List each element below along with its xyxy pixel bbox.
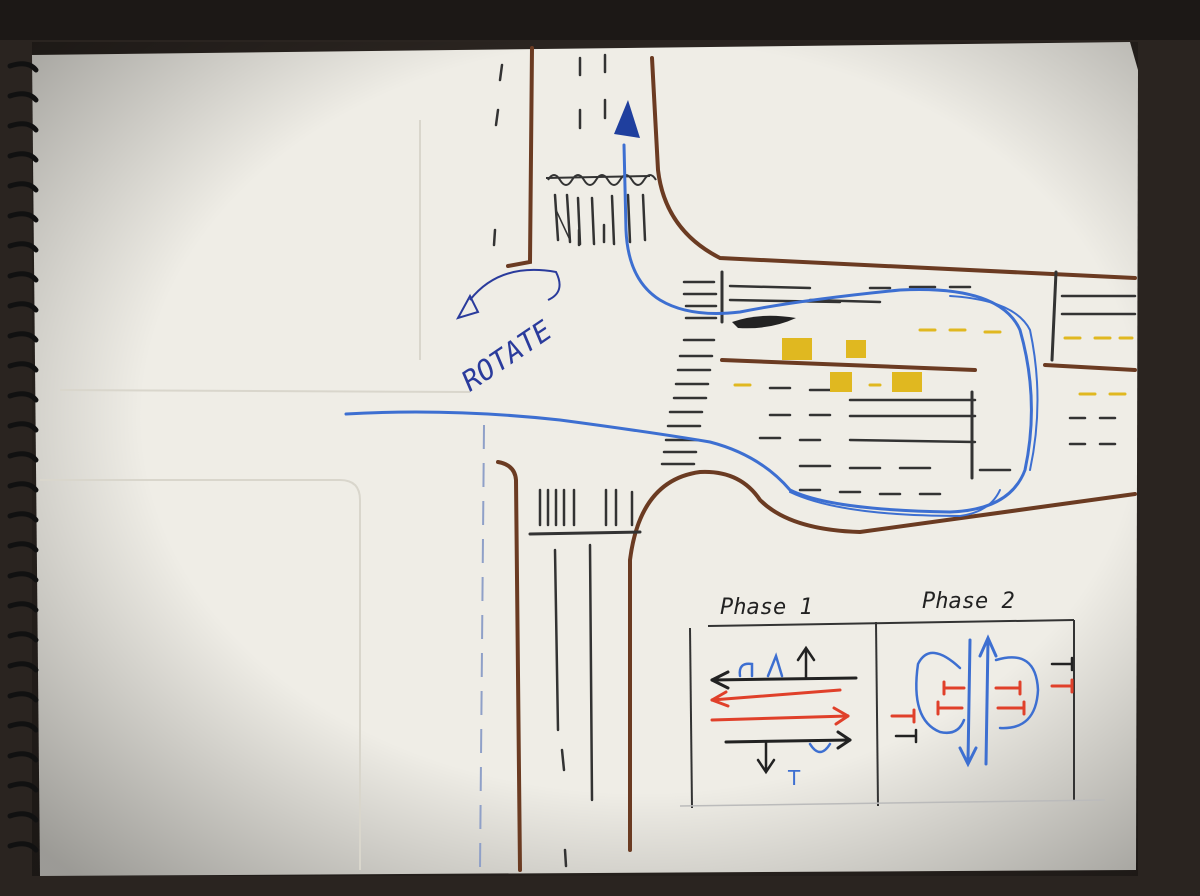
phase2-label: Phase 2	[922, 589, 1015, 614]
desk-top-edge	[0, 0, 1200, 40]
phase1-marker: T	[787, 766, 801, 790]
phase1-label: Phase 1	[720, 595, 813, 620]
